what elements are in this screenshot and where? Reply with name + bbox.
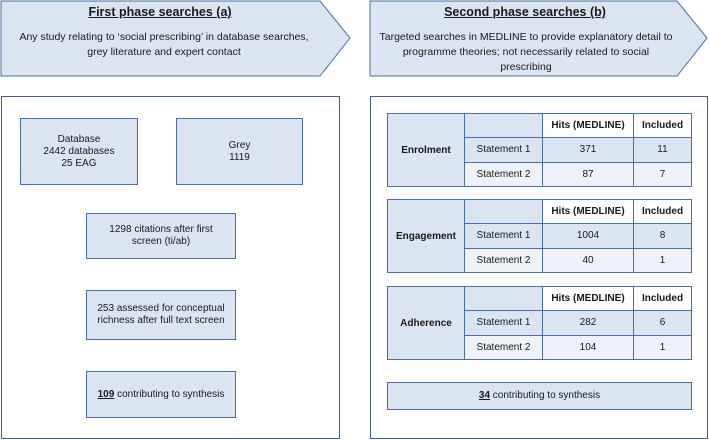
hits-value: 282: [542, 310, 634, 336]
adherence-label: Adherence: [387, 286, 465, 360]
included-value: 8: [633, 223, 692, 249]
phase-a-banner-shape: [0, 0, 351, 77]
hits-value: 87: [542, 161, 634, 187]
phase-a-description: Any study relating to ‘social prescribin…: [19, 31, 309, 58]
statement-label: Statement 1: [464, 310, 543, 336]
statement-label: Statement 2: [464, 247, 543, 273]
included-header: Included: [633, 286, 692, 311]
phase-b-banner-shape: [369, 0, 708, 77]
phase-a-title: First phase searches (a): [88, 5, 232, 19]
contributing-box-a: 109 contributing to synthesis: [86, 371, 236, 418]
phase-b-title: Second phase searches (b): [444, 5, 606, 19]
assessed-text: 253 assessed for conceptual richness aft…: [97, 303, 225, 326]
contributing-box-b: 34 contributing to synthesis: [387, 382, 692, 410]
grey-line-2: 1119: [229, 151, 250, 163]
citations-text: 1298 citations after first screen (ti/ab…: [109, 224, 213, 247]
citations-box: 1298 citations after first screen (ti/ab…: [86, 213, 236, 259]
database-line-3: 25 EAG: [61, 157, 97, 169]
header-blank: [464, 199, 543, 224]
database-line-1: Database: [57, 133, 101, 145]
hits-value: 371: [542, 137, 634, 163]
grey-line-1: Grey: [228, 139, 251, 151]
adherence-table: Adherence Hits (MEDLINE) Included Statem…: [387, 286, 692, 360]
engagement-label: Engagement: [387, 199, 465, 273]
hits-header: Hits (MEDLINE): [542, 286, 634, 311]
hits-value: 40: [542, 247, 634, 273]
hits-header: Hits (MEDLINE): [542, 199, 634, 224]
included-value: 1: [633, 334, 692, 360]
hits-header: Hits (MEDLINE): [542, 113, 634, 138]
phase-b-description: Targeted searches in MEDLINE to provide …: [379, 31, 673, 73]
statement-label: Statement 2: [464, 334, 543, 360]
contributing-text-a: contributing to synthesis: [114, 388, 225, 400]
statement-label: Statement 2: [464, 161, 543, 187]
header-blank: [464, 286, 543, 311]
contributing-count-b: 34: [478, 390, 491, 401]
contributing-text-b: contributing to synthesis: [490, 390, 601, 401]
database-line-2: 2442 databases: [43, 145, 115, 157]
included-value: 7: [633, 161, 692, 187]
included-value: 6: [633, 310, 692, 336]
hits-value: 104: [542, 334, 634, 360]
assessed-box: 253 assessed for conceptual richness aft…: [86, 290, 236, 340]
included-header: Included: [633, 113, 692, 138]
grey-box: Grey 1119: [176, 118, 303, 185]
included-header: Included: [633, 199, 692, 224]
enrolment-table: Enrolment Hits (MEDLINE) Included Statem…: [387, 113, 692, 187]
enrolment-label: Enrolment: [387, 113, 465, 187]
engagement-table: Engagement Hits (MEDLINE) Included State…: [387, 199, 692, 273]
statement-label: Statement 1: [464, 223, 543, 249]
statement-label: Statement 1: [464, 137, 543, 163]
included-value: 11: [633, 137, 692, 163]
hits-value: 1004: [542, 223, 634, 249]
included-value: 1: [633, 247, 692, 273]
header-blank: [464, 113, 543, 138]
database-box: Database 2442 databases 25 EAG: [20, 118, 138, 185]
contributing-count-a: 109: [97, 388, 115, 400]
